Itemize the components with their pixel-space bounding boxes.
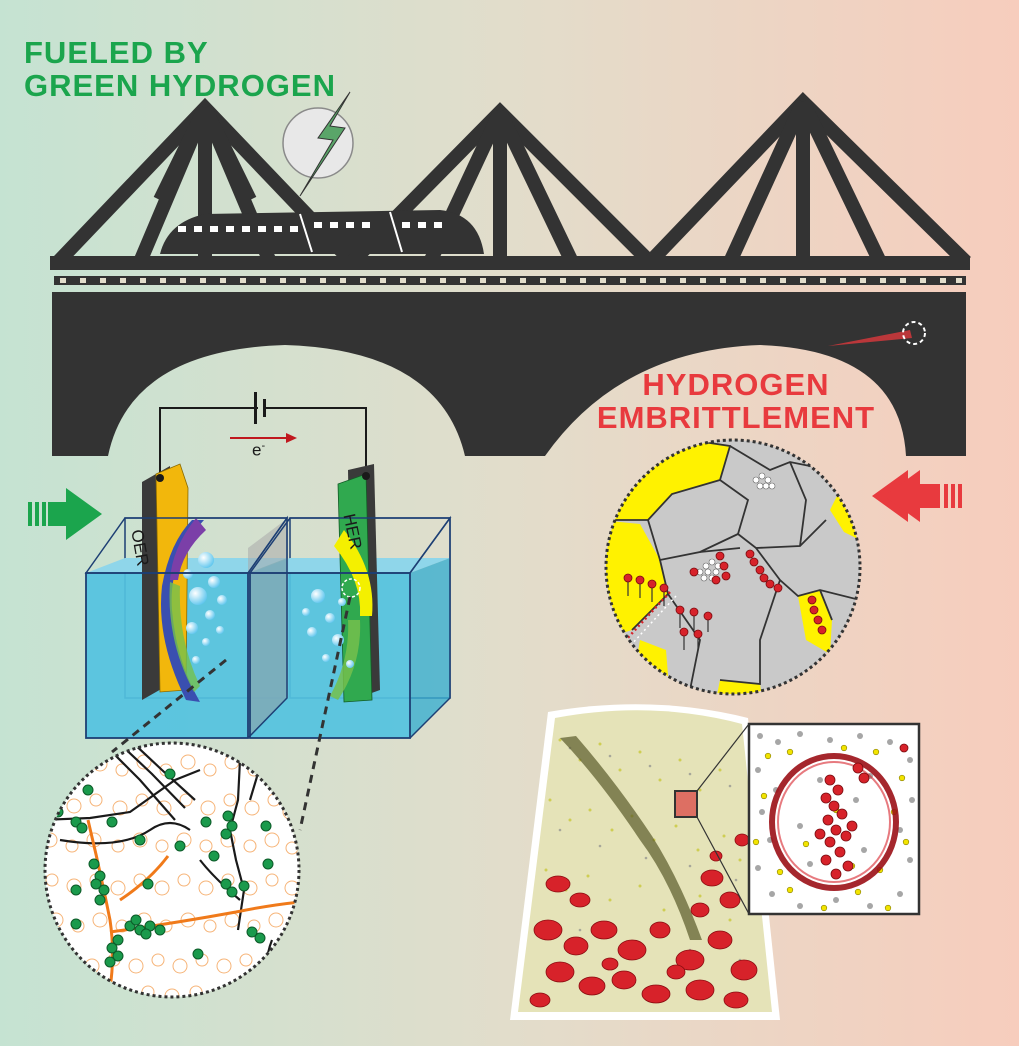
title-red-line1: HYDROGEN	[642, 367, 830, 402]
hydrogen-bubbles	[302, 589, 354, 668]
arrow-left-icon	[872, 470, 962, 522]
title-hydrogen-embrittlement: HYDROGEN EMBRITTLEMENT	[586, 368, 886, 435]
crack-marker	[902, 321, 926, 345]
rail-dashes	[54, 276, 966, 285]
leader-lines-left	[111, 596, 352, 831]
title-red-line2: EMBRITTLEMENT	[596, 400, 876, 436]
electrolyzer	[84, 392, 452, 739]
lightning-icon	[282, 91, 354, 197]
inset-box	[747, 722, 921, 916]
microstructure-zoom	[43, 741, 301, 999]
electron-symbol: e	[252, 440, 262, 460]
electron-charge: -	[261, 440, 266, 452]
electron-label: e-	[252, 440, 265, 461]
bridge-arches	[52, 292, 966, 456]
atom-probe-tip	[510, 704, 780, 1020]
title-green-hydrogen: FUELED BY GREEN HYDROGEN	[24, 36, 404, 103]
leader-lines-right	[696, 723, 750, 915]
title-green-line2: GREEN HYDROGEN	[24, 68, 336, 104]
arrow-right-icon	[28, 488, 102, 540]
battery-icon	[254, 392, 266, 424]
oxygen-bubbles	[183, 552, 227, 664]
bridge	[50, 92, 971, 456]
train-icon	[160, 210, 484, 254]
title-green-line1: FUELED BY	[24, 35, 209, 70]
